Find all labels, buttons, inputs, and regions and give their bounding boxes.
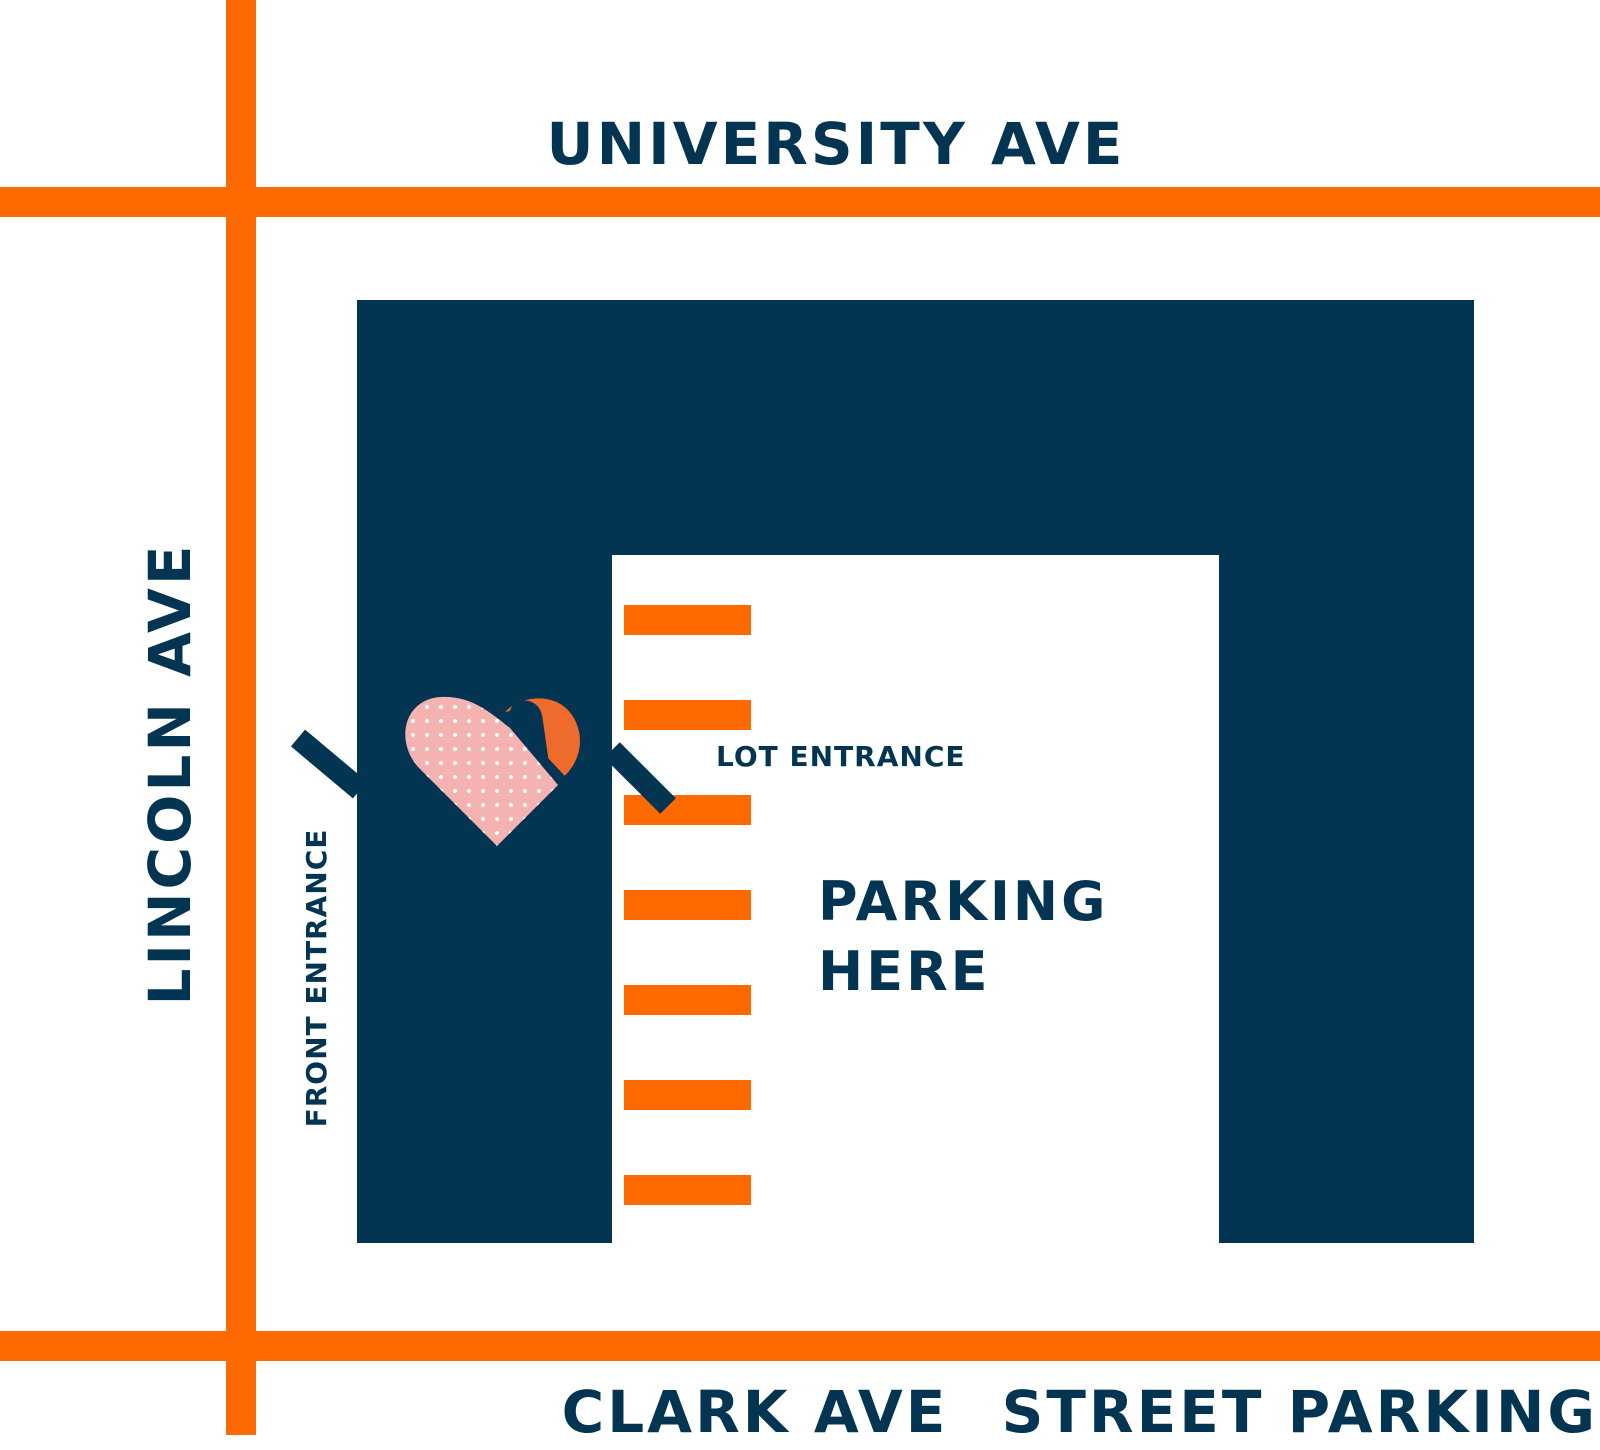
parking-stripe xyxy=(624,985,751,1015)
street-label-lincoln-ave: LINCOLN AVE xyxy=(136,542,204,1005)
front-entrance-path xyxy=(290,729,368,799)
parking-stripe xyxy=(624,700,751,730)
parking-stripe xyxy=(624,795,751,825)
parking-stripe xyxy=(624,605,751,635)
street-label-university-ave: UNIVERSITY AVE xyxy=(547,110,1126,178)
parking-stripe xyxy=(624,1175,751,1205)
parking-stripes xyxy=(624,605,751,1205)
street-label-clark-ave: CLARK AVE xyxy=(562,1378,949,1446)
front-entrance-label: FRONT ENTRANCE xyxy=(300,829,333,1128)
parking-stripe xyxy=(624,1080,751,1110)
parking-stripe xyxy=(624,890,751,920)
lot-entrance-label: LOT ENTRANCE xyxy=(716,740,966,773)
building xyxy=(357,300,1474,1243)
street-parking-label: STREET PARKING xyxy=(1002,1378,1598,1446)
parking-here-line1: PARKING xyxy=(818,870,1108,933)
parking-here-line2: HERE xyxy=(818,940,991,1003)
road-lincoln-ave xyxy=(226,0,256,1435)
lot-entrance-path xyxy=(604,742,676,814)
road-university-ave xyxy=(0,187,1600,217)
road-clark-ave xyxy=(0,1331,1600,1361)
